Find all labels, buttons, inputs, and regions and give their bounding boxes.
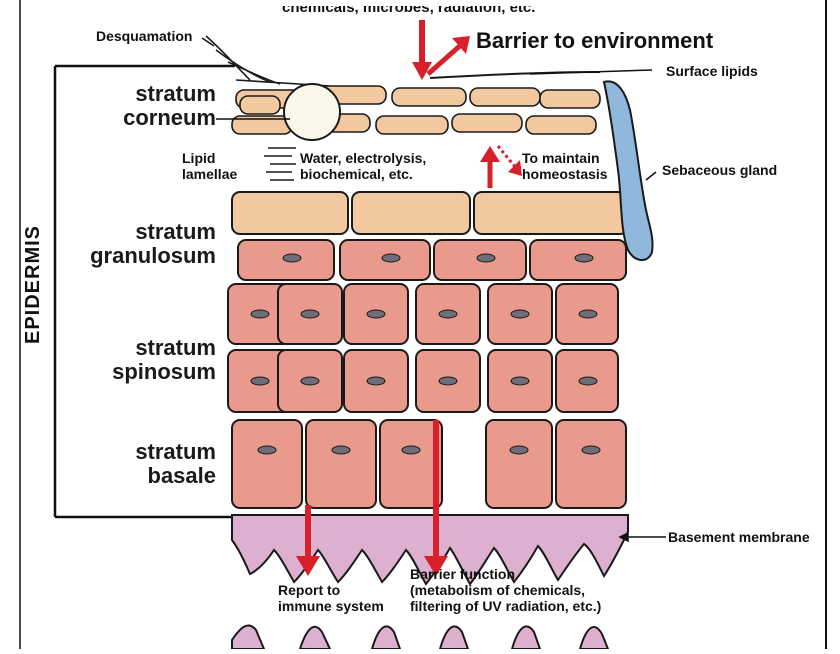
granular-cell <box>352 192 470 234</box>
spinosum-nucleus <box>511 377 529 385</box>
immune-label-line1: Report to <box>278 582 340 598</box>
stratum-granulosum-label-line1: stratum <box>60 220 216 244</box>
spinosum-nucleus <box>251 377 269 385</box>
stratum-corneum-label-line1: stratum <box>90 82 216 106</box>
lipid-lamellae-label-line1: Lipid <box>182 150 215 166</box>
corneum-cell <box>240 96 280 114</box>
barrier-function-label-line2: (metabolism of chemicals, <box>410 582 585 598</box>
basale-nucleus <box>332 446 350 454</box>
basale-nucleus <box>510 446 528 454</box>
lipid-lamellae-label-line2: lamellae <box>182 166 237 182</box>
barrier-environment-label: Barrier to environment <box>476 28 713 54</box>
corneum-cell <box>526 116 596 134</box>
basale-nucleus <box>258 446 276 454</box>
basale-cell <box>306 420 376 508</box>
corneum-magnifier-circle <box>284 84 340 140</box>
basale-cell <box>486 420 552 508</box>
water-label-line1: Water, electrolysis, <box>300 150 426 166</box>
corneum-cell <box>470 88 540 106</box>
stratum-basale-label-line1: stratum <box>60 440 216 464</box>
barrier-function-label-line3: filtering of UV radiation, etc.) <box>410 598 601 614</box>
immune-label-line2: immune system <box>278 598 384 614</box>
spinosum-nucleus <box>439 310 457 318</box>
sebaceous-gland-label: Sebaceous gland <box>662 162 777 178</box>
stratum-corneum-label-line2: corneum <box>90 106 216 130</box>
surface-lipids-label: Surface lipids <box>666 63 758 79</box>
basale-cell <box>556 420 626 508</box>
desquamation-label: Desquamation <box>96 28 192 44</box>
cell-layers <box>228 192 628 508</box>
stratum-granulosum-label-line2: granulosum <box>60 244 216 268</box>
spinosum-nucleus <box>301 310 319 318</box>
corneum-cell <box>452 114 522 132</box>
spinosum-nucleus <box>439 377 457 385</box>
basale-cell <box>232 420 302 508</box>
stratum-basale-label-line2: basale <box>60 464 216 488</box>
basale-cell <box>380 420 442 508</box>
basale-nucleus <box>402 446 420 454</box>
lipid-lamellae-lines <box>264 148 296 180</box>
corneum-cell <box>540 90 600 108</box>
basement-membrane-label: Basement membrane <box>668 529 810 545</box>
homeostasis-label-line2: homeostasis <box>522 166 608 182</box>
spinosum-nucleus <box>511 310 529 318</box>
granular-cell <box>474 192 628 234</box>
epidermis-label: EPIDERMIS <box>22 225 45 344</box>
spinosum-nucleus <box>301 377 319 385</box>
granulosum-nucleus <box>283 254 301 262</box>
corneum-cell <box>392 88 466 106</box>
homeostasis-label-line1: To maintain <box>522 150 600 166</box>
barrier-function-label-line1: Barrier function <box>410 566 515 582</box>
corneum-cell <box>376 116 448 134</box>
stratum-spinosum-label-line2: spinosum <box>60 360 216 384</box>
spinosum-nucleus <box>251 310 269 318</box>
water-label-line2: biochemical, etc. <box>300 166 413 182</box>
spinosum-nucleus <box>367 377 385 385</box>
granulosum-nucleus <box>575 254 593 262</box>
spinosum-nucleus <box>579 377 597 385</box>
stratum-spinosum-label-line1: stratum <box>60 336 216 360</box>
granulosum-nucleus <box>382 254 400 262</box>
spinosum-nucleus <box>579 310 597 318</box>
basale-nucleus <box>582 446 600 454</box>
granulosum-nucleus <box>477 254 495 262</box>
granular-cell <box>232 192 348 234</box>
spinosum-nucleus <box>367 310 385 318</box>
